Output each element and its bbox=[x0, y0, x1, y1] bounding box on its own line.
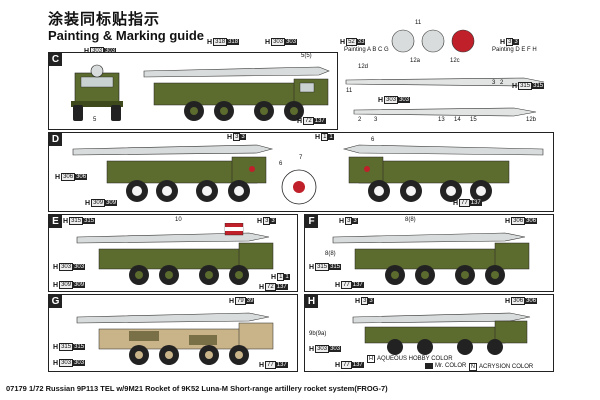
truck-h bbox=[352, 312, 531, 355]
truck-front-view bbox=[71, 64, 123, 121]
legend-mr: Mr. COLOR bbox=[425, 363, 466, 369]
num-label: 3 bbox=[492, 80, 496, 86]
footer-caption: 07179 1/72 Russian 9P113 TEL w/9M21 Rock… bbox=[6, 384, 388, 393]
num-label: 5(5) bbox=[301, 53, 312, 59]
num-label: 7 bbox=[299, 155, 303, 161]
star-emblem bbox=[281, 169, 317, 205]
num-label: 12a bbox=[410, 58, 421, 64]
panel-label: H bbox=[305, 295, 318, 308]
truck-f bbox=[332, 232, 530, 285]
title-chinese: 涂装同标贴指示 bbox=[48, 11, 161, 28]
truck-g bbox=[76, 312, 274, 365]
truck-d-left bbox=[72, 144, 274, 202]
num-label: 12d bbox=[358, 64, 369, 70]
num-label: 2 bbox=[358, 117, 362, 123]
num-label: 11 bbox=[346, 88, 353, 94]
truck-e bbox=[76, 223, 274, 285]
num-label: 13 bbox=[438, 117, 445, 123]
num-label: 8(8) bbox=[405, 217, 416, 223]
num-label: 6 bbox=[371, 137, 375, 143]
num-label: 8(8) bbox=[325, 251, 336, 257]
num-label: 14 bbox=[454, 117, 461, 123]
painting-abcg-label: Painting A B C G bbox=[344, 47, 389, 53]
num-label: 11 bbox=[415, 20, 422, 26]
num-label: 12c bbox=[450, 58, 460, 64]
num-label: 10 bbox=[175, 217, 182, 223]
panel-label: F bbox=[305, 215, 318, 228]
num-label: 5 bbox=[93, 117, 97, 123]
num-label: 2 bbox=[500, 80, 504, 86]
num-label: 3 bbox=[374, 117, 378, 123]
panel-label: C bbox=[49, 53, 62, 66]
num-label: 15 bbox=[470, 117, 477, 123]
num-label: 6 bbox=[279, 161, 283, 167]
truck-side-view bbox=[143, 66, 330, 121]
panel-label: E bbox=[49, 215, 62, 228]
rocket-detail-views bbox=[345, 77, 545, 117]
rocket-nose-details bbox=[391, 29, 475, 53]
truck-d-right bbox=[342, 144, 544, 202]
panel-label: D bbox=[49, 133, 62, 146]
painting-defh-label: Painting D E F H bbox=[492, 47, 537, 53]
panel-label: G bbox=[49, 295, 62, 308]
num-label: 9b(9a) bbox=[309, 331, 327, 337]
num-label: 12b bbox=[526, 117, 537, 123]
title-english: Painting & Marking guide bbox=[48, 28, 205, 43]
